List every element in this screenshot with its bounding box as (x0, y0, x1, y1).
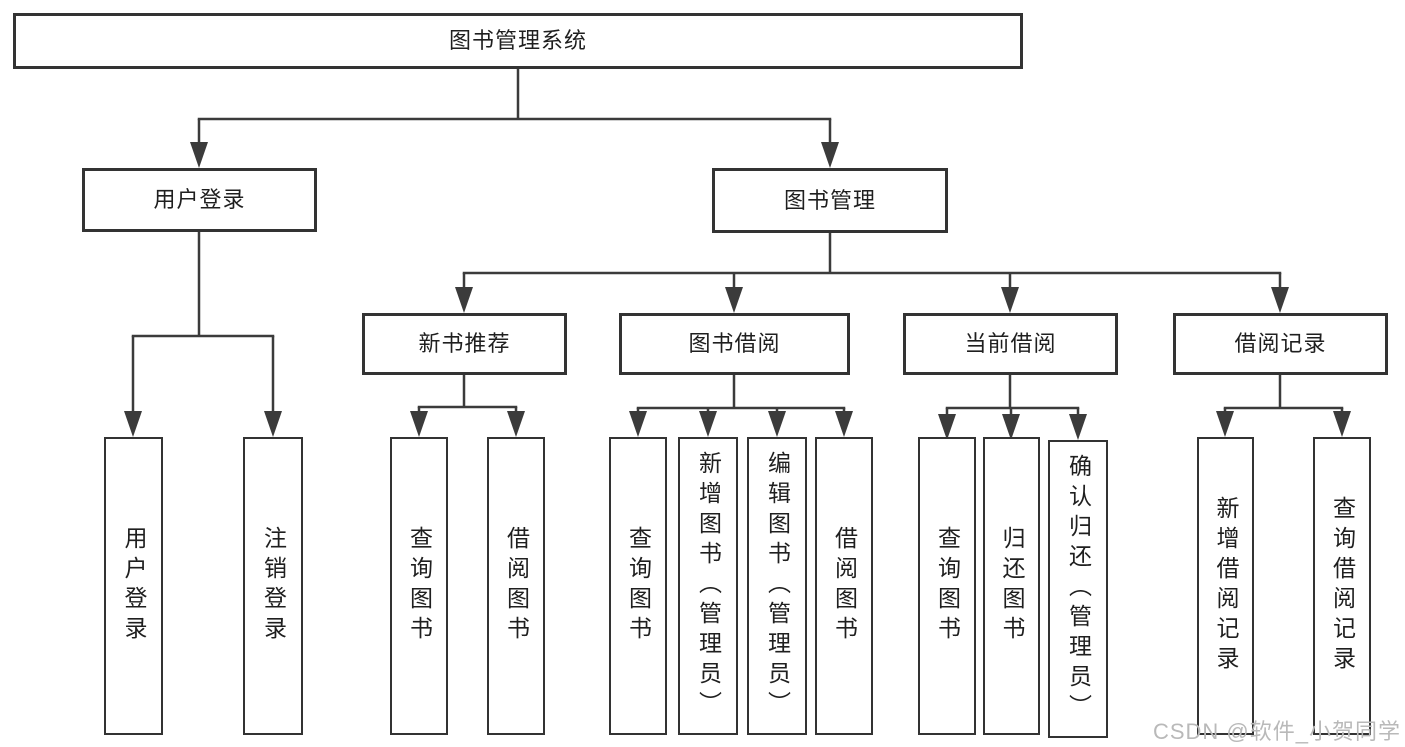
leaf-query-books-current: 查询图书 (918, 437, 976, 735)
node-label: 查询图书 (406, 526, 433, 646)
leaf-query-books-recommend: 查询图书 (390, 437, 448, 735)
node-label: 当前借阅 (964, 331, 1057, 356)
node-label: 借阅图书 (503, 526, 530, 646)
node-label: 注销登录 (260, 526, 287, 646)
node-label: 新增借阅记录 (1213, 496, 1239, 676)
node-label: 图书管理系统 (448, 28, 587, 53)
node-borrowing-records: 借阅记录 (1173, 313, 1388, 375)
node-label: 图书借阅 (688, 331, 781, 356)
node-current-borrowing: 当前借阅 (903, 313, 1118, 375)
leaf-borrow-books-recommend: 借阅图书 (487, 437, 545, 735)
node-label: 确认归还（管理员） (1065, 454, 1092, 724)
leaf-user-login: 用户登录 (104, 437, 163, 735)
node-label: 编辑图书（管理员） (764, 451, 791, 721)
node-label: 借阅记录 (1234, 331, 1327, 356)
leaf-add-books-admin: 新增图书（管理员） (678, 437, 738, 735)
leaf-logout: 注销登录 (243, 437, 303, 735)
node-label: 图书管理 (783, 187, 876, 213)
node-label: 用户登录 (153, 187, 246, 212)
node-label: 查询借阅记录 (1329, 496, 1356, 676)
csdn-watermark: CSDN @软件_小贺同学 (1152, 719, 1401, 744)
node-label: 新书推荐 (418, 331, 511, 356)
node-library-management-system: 图书管理系统 (13, 13, 1023, 69)
node-label: 借阅图书 (831, 526, 858, 646)
node-label: 归还图书 (999, 526, 1025, 646)
node-label: 用户登录 (121, 526, 147, 646)
leaf-add-borrow-record: 新增借阅记录 (1197, 437, 1254, 735)
node-new-book-recommend: 新书推荐 (362, 313, 567, 375)
node-book-borrowing: 图书借阅 (619, 313, 850, 375)
leaf-confirm-return-admin: 确认归还（管理员） (1048, 440, 1108, 738)
leaf-query-borrow-record: 查询借阅记录 (1313, 437, 1371, 735)
node-user-login: 用户登录 (82, 168, 317, 232)
leaf-query-books-borrow: 查询图书 (609, 437, 667, 735)
leaf-borrow-books: 借阅图书 (815, 437, 873, 735)
leaf-edit-books-admin: 编辑图书（管理员） (747, 437, 807, 735)
node-label: 新增图书（管理员） (695, 451, 722, 721)
node-label: 查询图书 (625, 526, 652, 646)
node-label: 查询图书 (934, 526, 961, 646)
node-book-management: 图书管理 (712, 168, 948, 233)
leaf-return-books: 归还图书 (983, 437, 1040, 735)
